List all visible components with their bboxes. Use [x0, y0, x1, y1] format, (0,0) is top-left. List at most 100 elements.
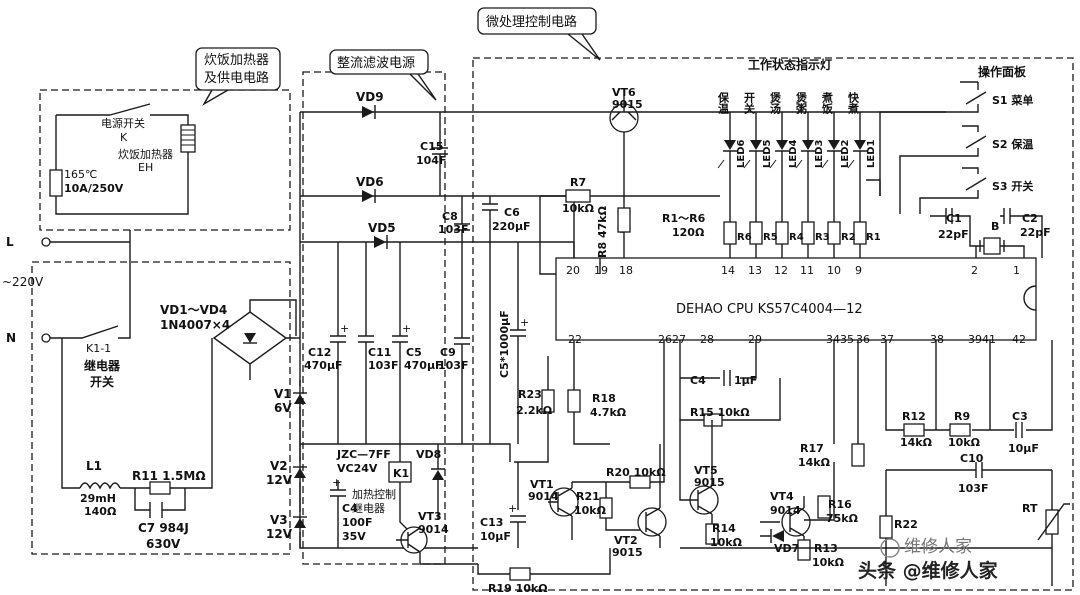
c3-value: 10μF [1008, 442, 1039, 455]
relay-contact-name1: 继电器 [84, 358, 121, 373]
r12-ref: R12 [902, 410, 926, 423]
vt2-ref: VT2 [614, 534, 638, 547]
svg-text:+: + [340, 322, 349, 335]
r20-label: R20 10kΩ [606, 466, 666, 479]
vt6-part: 9015 [612, 98, 643, 111]
indicator-chars: 保温 开关 煲汤 煲粥 煮饭 快煮 [717, 91, 861, 115]
relay-contact-ref: K1-1 [86, 342, 111, 355]
label-voltage: ~220V [2, 275, 44, 289]
wire-r12-r9-c3 [885, 340, 1053, 431]
r6-label: R6 [737, 232, 752, 243]
rail-444 [300, 443, 511, 462]
indicator-title: 工作状态指示灯 [748, 57, 832, 72]
r1-label: R1 [866, 232, 881, 243]
bridge-rectifier [212, 299, 297, 380]
c8-value: 103F [438, 223, 468, 236]
r17-value: 14kΩ [798, 456, 831, 469]
pin-42: 42 [1012, 333, 1026, 346]
r4-label: R4 [789, 232, 804, 243]
r5-label: R5 [763, 232, 778, 243]
c2-ref: C2 [1022, 212, 1038, 225]
pin-12: 12 [774, 264, 788, 277]
wire-r19 [477, 548, 611, 575]
vt4-ref: VT4 [770, 490, 794, 503]
r21-ref: R21 [576, 490, 600, 503]
power-switch-ref: K [120, 131, 128, 144]
pin-2: 2 [971, 264, 978, 277]
svg-text:+: + [402, 322, 411, 335]
c4r-volt: 35V [342, 530, 366, 543]
watermark-text: 头条 @维修人家 [858, 559, 999, 582]
resistor-r18 [567, 389, 581, 413]
resistor-r16 [817, 495, 831, 519]
transistor-vt4 [760, 496, 811, 548]
led2-label: LED2 [840, 139, 851, 168]
led-resistor-labels: R6 R5 R4 R3 R2 R1 [737, 232, 881, 243]
pin-28: 28 [700, 333, 714, 346]
power-switch-blade [109, 103, 151, 116]
vt5-part: 9015 [694, 476, 725, 489]
led6-label: LED6 [736, 139, 747, 168]
resistor-r21 [599, 497, 613, 519]
transistor-vt3 [396, 526, 478, 565]
wire-c7 [134, 488, 186, 511]
fuse-temp: 165℃ [64, 168, 97, 181]
panel-switches [866, 81, 987, 214]
c7-ref: C7 984J [138, 521, 189, 535]
vt1-part: 9014 [528, 490, 559, 503]
wire-n-down [61, 338, 80, 489]
filter-caps: +++ [330, 112, 529, 444]
ind-kaiguan: 开关 [743, 92, 756, 115]
terminal-n [41, 333, 51, 343]
relay-k1-coil [388, 461, 412, 483]
wire-pins-38-39 [935, 340, 991, 430]
wire-c4-r15 [663, 340, 781, 444]
resistor-r7 [565, 189, 591, 203]
led1-label: LED1 [866, 139, 877, 168]
r22-label: R22 [894, 518, 918, 531]
v1-value: 6V [274, 401, 292, 415]
r3-label: R3 [815, 232, 830, 243]
zener-v2 [293, 466, 307, 478]
inductor-l1 [79, 482, 121, 490]
relay-label2: 继电器 [352, 502, 385, 515]
thermistor-rt [1037, 503, 1070, 541]
pin-1: 1 [1013, 264, 1020, 277]
pin-22: 22 [568, 333, 582, 346]
switch-s2: S2 保温 [992, 137, 1033, 151]
vd9-label: VD9 [356, 90, 384, 104]
svg-text:+: + [332, 476, 341, 489]
r16-value: 75kΩ [826, 512, 859, 525]
switch-s1: S1 菜单 [992, 93, 1033, 107]
resistor-r23 [541, 389, 555, 413]
r12-value: 14kΩ [900, 436, 933, 449]
bridge-part: 1N4007×4 [160, 318, 230, 332]
wire-switch-right [150, 114, 189, 125]
heater-name: 炊饭加热器 [118, 148, 173, 161]
pin-37: 37 [880, 333, 894, 346]
r1r6-ref: R1～R6 [662, 212, 706, 225]
led4-label: LED4 [788, 139, 799, 168]
resistor-r8 [617, 207, 631, 233]
pin-13: 13 [748, 264, 762, 277]
ind-baowen: 保温 [717, 91, 731, 115]
watermark-faint: 维修人家 [904, 537, 972, 557]
c15-value: 104F [416, 154, 446, 167]
r15-label: R15 10kΩ [690, 406, 750, 419]
r9-ref: R9 [954, 410, 970, 423]
mcu-box [472, 57, 1074, 591]
c7-value: 630V [146, 537, 181, 551]
zener-v3 [293, 516, 307, 528]
panel-title: 操作面板 [978, 64, 1027, 79]
rt-label: RT [1022, 502, 1038, 515]
vt4-part: 9014 [770, 504, 801, 517]
pin-11: 11 [800, 264, 814, 277]
c8-ref: C8 [442, 210, 458, 223]
vt2-part: 9015 [612, 546, 643, 559]
resistor-r12 [903, 423, 925, 437]
r23-ref: R23 [518, 388, 542, 401]
pin-36: 36 [856, 333, 870, 346]
mcu-callout-label: 微处理控制电路 [486, 14, 577, 30]
heater-ref: EH [138, 161, 153, 174]
